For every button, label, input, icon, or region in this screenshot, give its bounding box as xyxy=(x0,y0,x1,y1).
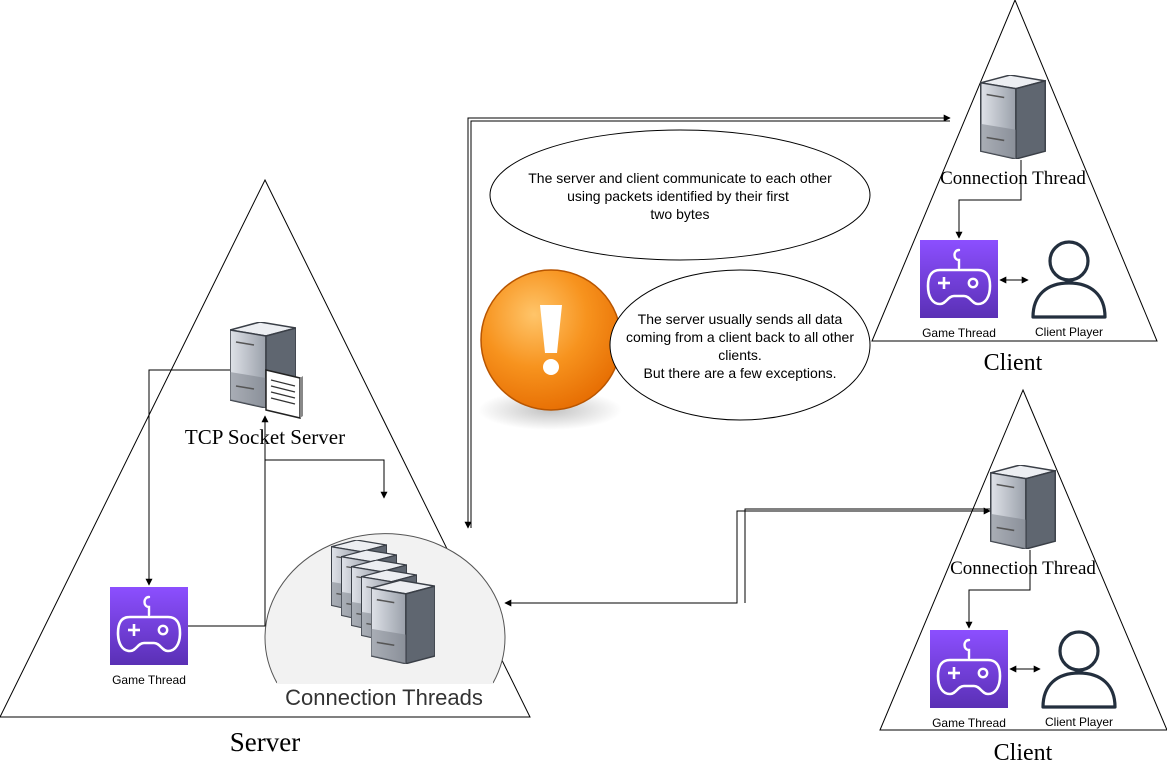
server-game-thread-label: Game Thread xyxy=(112,673,186,687)
client-1-connection-server-icon[interactable] xyxy=(980,75,1046,159)
client-group-2: Connection Thread Game Thread Client Pla… xyxy=(879,388,1167,766)
packets-note-line-1: The server and client communicate to eac… xyxy=(528,170,832,186)
client-1-player-label: Client Player xyxy=(1035,325,1103,339)
edge-client1-conn-to-game xyxy=(955,160,1022,239)
edge-tcp-to-game xyxy=(145,369,230,586)
client-2-game-thread-label: Game Thread xyxy=(932,716,1006,730)
client-1-connection-label: Connection Thread xyxy=(940,168,1086,189)
edge-client2-conn-to-game xyxy=(965,550,1031,629)
tcp-server-icon[interactable] xyxy=(230,322,303,419)
client-1-game-thread-icon[interactable] xyxy=(920,240,998,318)
client-2-game-thread-icon[interactable] xyxy=(930,630,1008,708)
server-game-thread-icon[interactable] xyxy=(110,587,188,665)
client-2-connection-server-icon[interactable] xyxy=(990,465,1056,549)
edge-threads-client1 xyxy=(464,114,951,529)
exceptions-note: The server usually sends all data coming… xyxy=(478,269,871,430)
packets-note-line-2: using packets identified by their first xyxy=(567,188,789,204)
edge-threads-client2 xyxy=(504,507,991,607)
packets-note: The server and client communicate to eac… xyxy=(489,129,871,261)
exceptions-note-ellipse xyxy=(609,269,871,421)
client-1-title: Client xyxy=(984,350,1043,376)
client-1-game-thread-label: Game Thread xyxy=(922,326,996,340)
client-2-player-label: Client Player xyxy=(1045,715,1113,729)
exceptions-note-line-3: clients. xyxy=(718,347,762,363)
edge-game-to-tcp xyxy=(188,415,269,627)
client-2-title: Client xyxy=(994,740,1053,766)
warning-icon xyxy=(480,269,622,411)
connection-threads-label: Connection Threads xyxy=(285,685,483,710)
client-2-connection-label: Connection Thread xyxy=(950,558,1096,579)
connectors xyxy=(145,114,1041,673)
edge-tcp-to-threads xyxy=(265,459,388,499)
exceptions-note-line-1: The server usually sends all data xyxy=(638,311,843,327)
packets-note-line-3: two bytes xyxy=(650,206,709,222)
exceptions-note-line-2: coming from a client back to all other xyxy=(626,329,854,345)
file-server-icon xyxy=(265,369,303,419)
client-group-1: Connection Thread Game Thread Client Pla… xyxy=(871,0,1158,376)
exceptions-note-line-4: But there are a few exceptions. xyxy=(644,365,837,381)
server-title: Server xyxy=(230,727,300,757)
